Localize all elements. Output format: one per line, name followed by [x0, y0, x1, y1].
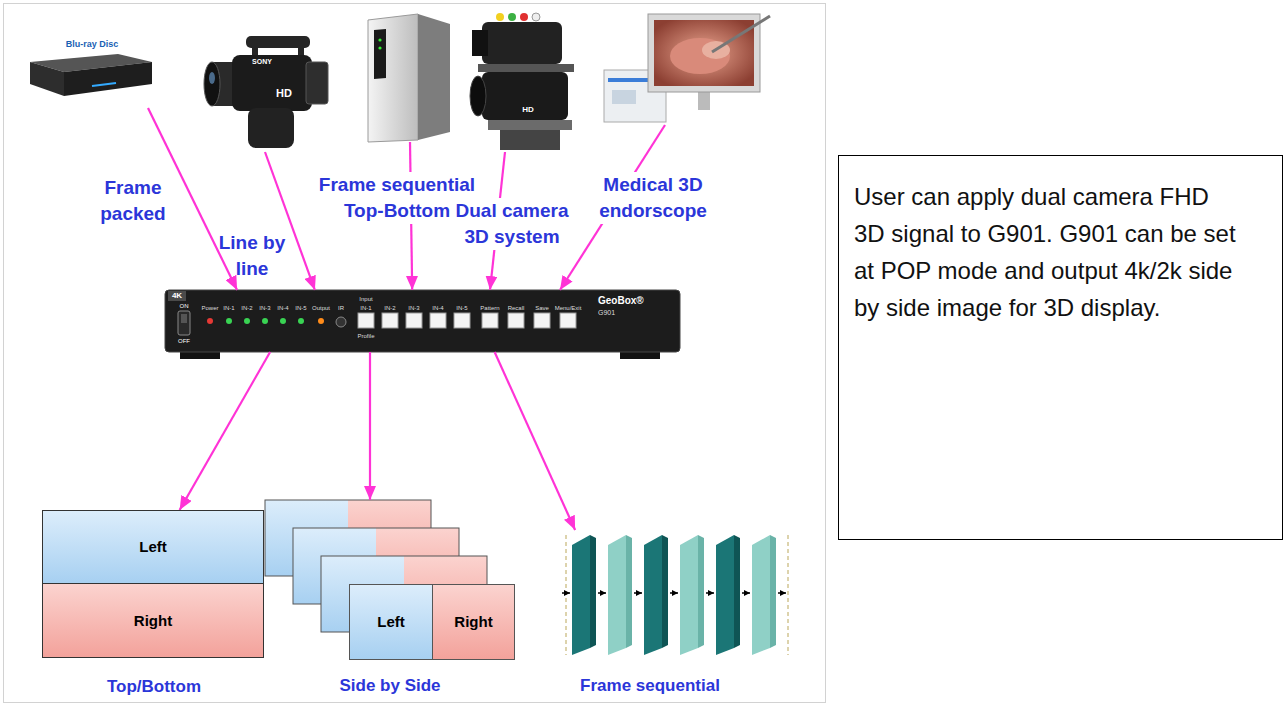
led-label: IN-2 [241, 305, 252, 311]
right-view: Right [43, 584, 263, 657]
led-label: Output [312, 305, 330, 311]
format-caption: Frame sequential [550, 676, 750, 696]
button-label: IN-5 [456, 305, 467, 311]
led-label: Power [201, 305, 218, 311]
source-device: Medical 3D endorscope [600, 10, 765, 125]
button-label: Pattern [480, 305, 499, 311]
view-label: Left [139, 538, 167, 556]
signal-arrow [495, 352, 575, 530]
led-label: IN-3 [259, 305, 270, 311]
signal-arrow [180, 352, 271, 510]
signal-label: Line by line [214, 230, 290, 282]
left-view: Left [43, 511, 263, 584]
group-label: Profile [357, 333, 374, 339]
switcher-body [165, 290, 680, 359]
left-view: Left [349, 584, 432, 660]
group-label: Input [359, 296, 372, 302]
right-view: Right [432, 584, 515, 660]
source-device: Line by line [205, 28, 330, 152]
note-box: User can apply dual camera FHD 3D signal… [838, 155, 1283, 540]
button-label: IN-1 [360, 305, 371, 311]
panel-border [4, 4, 826, 703]
logo-text: SONY [252, 58, 272, 65]
button-label: IN-3 [408, 305, 419, 311]
top-bottom-frame: Top/BottomLeftRight [42, 510, 264, 658]
signal-arrow [265, 152, 315, 290]
switcher-device: GeoBox®G901 [165, 290, 680, 352]
led-label: IN-5 [295, 305, 306, 311]
button-label: Save [535, 305, 549, 311]
signal-arrow [369, 352, 371, 500]
logo-text: HD [276, 88, 292, 99]
button-label: Recall [508, 305, 525, 311]
camcorder [204, 36, 328, 148]
view-label: Left [377, 613, 405, 631]
format-caption: Top/Bottom [54, 677, 254, 697]
signal-arrow [148, 108, 237, 290]
button-label: IN-4 [432, 305, 443, 311]
model-name: G901 [598, 308, 615, 317]
source-device: Frame sequential Top-Bottom [365, 12, 453, 142]
sensor-label: IR [338, 305, 344, 311]
button-label: IN-2 [384, 305, 395, 311]
switch-label: OFF [178, 338, 190, 344]
endoscope-system [604, 14, 770, 122]
bluray-player [30, 54, 152, 96]
badge-text: 4K [172, 292, 182, 300]
dual-camera-rig [470, 13, 574, 150]
frame-sequence: Frame sequential [560, 530, 792, 658]
signal-label: Dual camera 3D system [450, 198, 574, 250]
view-label: Right [454, 613, 492, 631]
format-caption: Side by Side [290, 676, 490, 696]
logo-text: Blu-ray Disc [66, 40, 119, 49]
storage-tower [368, 14, 450, 142]
side-by-side-stack: Side by SideLeftRight [265, 500, 515, 660]
note-text: User can apply dual camera FHD 3D signal… [854, 178, 1240, 326]
frame-sequence-panels [562, 535, 788, 655]
source-device: Dual camera 3D system [470, 10, 580, 152]
led-label: IN-1 [223, 305, 234, 311]
button-label: Menu/Exit [555, 305, 582, 311]
signal-label: Medical 3D endorscope [594, 172, 712, 224]
signal-label: Frame packed [94, 175, 172, 227]
brand-name: GeoBox® [598, 295, 644, 307]
logo-text: HD [522, 106, 534, 114]
switch-label: ON [180, 303, 189, 309]
led-label: IN-4 [277, 305, 288, 311]
view-label: Right [134, 612, 172, 630]
